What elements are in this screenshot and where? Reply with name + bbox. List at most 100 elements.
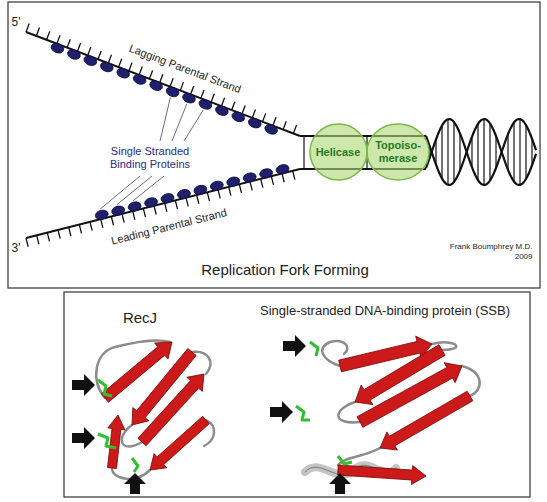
dna-strand xyxy=(239,184,241,193)
dna-strand xyxy=(47,31,50,39)
dna-strand xyxy=(282,174,284,183)
pointer-arrow xyxy=(72,335,351,494)
dna-strand xyxy=(26,24,300,247)
dna-strand xyxy=(69,227,71,236)
double-helix xyxy=(477,124,478,180)
beta-strand xyxy=(357,363,462,428)
ellipse-outline xyxy=(367,124,429,180)
protein-loop xyxy=(338,402,360,422)
dna-strand xyxy=(154,206,156,215)
pointer-arrow xyxy=(72,374,95,396)
ssb-protein xyxy=(99,60,114,73)
ssb-protein xyxy=(275,163,290,175)
double-helix xyxy=(513,122,514,181)
ssb-protein xyxy=(177,188,192,200)
dna-strand xyxy=(283,121,286,129)
double-helix xyxy=(525,125,526,179)
beta-strand xyxy=(150,416,209,470)
ssb-protein xyxy=(94,209,109,221)
ssb-protein xyxy=(127,201,142,213)
leader-line xyxy=(172,104,187,141)
ssb-protein xyxy=(50,42,65,55)
double-helix xyxy=(519,119,520,185)
double-helix xyxy=(426,119,536,185)
dna-strand xyxy=(98,51,101,59)
dna-strand xyxy=(252,109,255,117)
ssb-protein xyxy=(259,167,274,179)
dna-strand xyxy=(122,214,124,223)
strand-end-label: 3' xyxy=(12,241,21,255)
side-chain xyxy=(98,342,352,472)
double-helix xyxy=(426,119,536,185)
dna-strand xyxy=(90,222,92,231)
ssb-protein xyxy=(247,117,262,130)
ssb-protein xyxy=(116,67,131,80)
dna-strand xyxy=(242,106,245,114)
side-chain xyxy=(296,406,310,420)
pointer-arrow xyxy=(124,473,146,494)
leader-line xyxy=(133,176,164,201)
leader-line xyxy=(160,98,170,141)
panel-border xyxy=(8,2,540,288)
ssb-protein xyxy=(264,123,279,136)
dna-strand xyxy=(149,70,152,78)
dna-strand xyxy=(58,230,60,239)
ssb-protein xyxy=(198,98,213,111)
panel-border xyxy=(64,292,530,497)
enzyme-ellipse: Topoiso- merase xyxy=(367,124,429,180)
double-helix xyxy=(489,123,490,180)
panel-heading: RecJ xyxy=(123,309,157,327)
dna-strand xyxy=(175,200,177,209)
dna-strand xyxy=(232,102,235,110)
ssb-protein xyxy=(209,180,224,192)
ssb-protein xyxy=(214,104,229,117)
side-chain xyxy=(338,456,352,464)
double-helix xyxy=(441,126,442,179)
protein-loop xyxy=(96,340,479,479)
ssb-protein xyxy=(226,176,241,188)
dna-strand xyxy=(180,82,183,90)
ssb-protein xyxy=(111,205,126,217)
dna-strand xyxy=(273,117,276,125)
author-note: Frank Boumphrey M.D. 2009 xyxy=(448,242,533,261)
dna-strand xyxy=(201,90,204,98)
dna-strand xyxy=(67,39,70,47)
pointer-arrow xyxy=(72,427,95,449)
double-helix xyxy=(471,137,472,168)
dna-strand xyxy=(186,198,188,207)
pointer-arrow xyxy=(329,473,351,494)
dna-strand xyxy=(263,113,266,121)
double-helix xyxy=(507,134,508,170)
node-label: Topoiso- merase xyxy=(373,139,423,164)
side-chain xyxy=(98,380,112,396)
double-helix xyxy=(453,122,454,182)
ssb-protein xyxy=(231,110,246,123)
dna-strand xyxy=(143,208,145,217)
double-helix xyxy=(447,119,448,185)
leader-line xyxy=(184,110,203,141)
dna-strand xyxy=(77,43,80,51)
dna-strand xyxy=(57,35,60,43)
ssb-protein xyxy=(181,92,196,105)
dna-strand xyxy=(293,171,295,180)
ssb-protein xyxy=(148,79,163,92)
pointer-arrow xyxy=(270,401,293,423)
side-chain xyxy=(132,458,138,472)
protein-loop xyxy=(462,366,480,396)
beta-strand xyxy=(338,465,426,485)
ssb-protein xyxy=(50,42,290,221)
dna-strand xyxy=(197,195,199,204)
leader-line xyxy=(100,98,203,209)
side-chain xyxy=(310,342,318,356)
double-helix xyxy=(495,136,496,168)
dna-strand xyxy=(271,176,273,185)
double-helix xyxy=(426,119,536,185)
dna-strand xyxy=(250,182,252,191)
dna-strand xyxy=(26,32,300,136)
pointer-arrow xyxy=(283,335,306,357)
dna-strand xyxy=(37,235,39,244)
dna-strand xyxy=(211,94,214,102)
ssb-protein xyxy=(160,192,175,204)
dna-strand xyxy=(207,192,209,201)
dna-strand xyxy=(218,190,220,199)
